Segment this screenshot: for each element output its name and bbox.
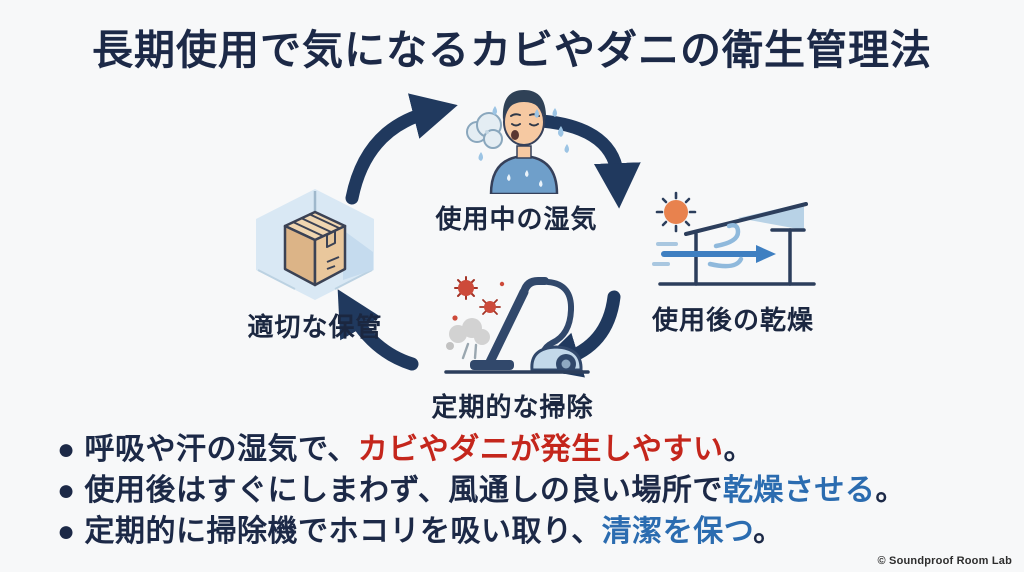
node-label-drying: 使用後の乾燥 <box>651 305 814 335</box>
dust-mite-icon <box>451 276 504 321</box>
vacuum-wand <box>485 287 528 367</box>
bullet-segment: ● 呼吸や汗の湿気で、 <box>57 433 358 466</box>
dust-cloud <box>445 318 490 350</box>
node-label-cleaning: 定期的な掃除 <box>431 392 594 422</box>
cardboard-box <box>283 210 347 287</box>
bullet-segment: 清潔を保つ <box>601 515 754 548</box>
vacuum-cleaner-icon <box>420 272 605 387</box>
bullet-point-3: ● 定期的に掃除機でホコリを吸い取り、清潔を保つ。 <box>57 513 1017 551</box>
bullet-segment: 。 <box>723 433 754 466</box>
bullet-segment: 。 <box>875 474 906 507</box>
sweating-person-icon <box>424 82 609 199</box>
sun-airflow-drying-icon <box>638 190 828 300</box>
bullet-segment: ● 定期的に掃除機でホコリを吸い取り、 <box>57 515 602 548</box>
cycle-node-drying: 使用後の乾燥 <box>638 190 828 337</box>
bullet-segment: 乾燥させる <box>722 474 876 507</box>
cycle-node-cleaning: 定期的な掃除 <box>420 272 605 424</box>
bullet-point-2: ● 使用後はすぐにしまわず、風通しの良い場所で乾燥させる。 <box>57 472 1017 510</box>
vacuum-canister <box>529 345 583 374</box>
storage-box-icon <box>226 186 404 307</box>
breath-cloud <box>465 112 503 149</box>
node-label-moisture: 使用中の湿気 <box>435 204 598 234</box>
node-label-storage: 適切な保管 <box>247 312 383 342</box>
page-title: 長期使用で気になるカビやダニの衛生管理法 <box>92 27 932 73</box>
cycle-node-storage: 適切な保管 <box>226 186 404 344</box>
wind-arrow-icon <box>651 223 776 269</box>
cycle-node-moisture: 使用中の湿気 <box>424 82 609 236</box>
key-points-list: ● 呼吸や汗の湿気で、カビやダニが発生しやすい。 ● 使用後はすぐにしまわず、風… <box>57 431 1017 551</box>
bullet-point-1: ● 呼吸や汗の湿気で、カビやダニが発生しやすい。 <box>57 431 1017 469</box>
house-frame <box>657 202 816 286</box>
bullet-segment: カビやダニが発生しやすい <box>357 433 724 466</box>
sun-icon <box>655 191 696 233</box>
bullet-segment: ● 使用後はすぐにしまわず、風通しの良い場所で <box>57 474 723 507</box>
bullet-segment: 。 <box>753 515 784 548</box>
copyright-credit: © Soundproof Room Lab <box>877 555 1012 567</box>
vacuum-nozzle <box>469 360 514 370</box>
